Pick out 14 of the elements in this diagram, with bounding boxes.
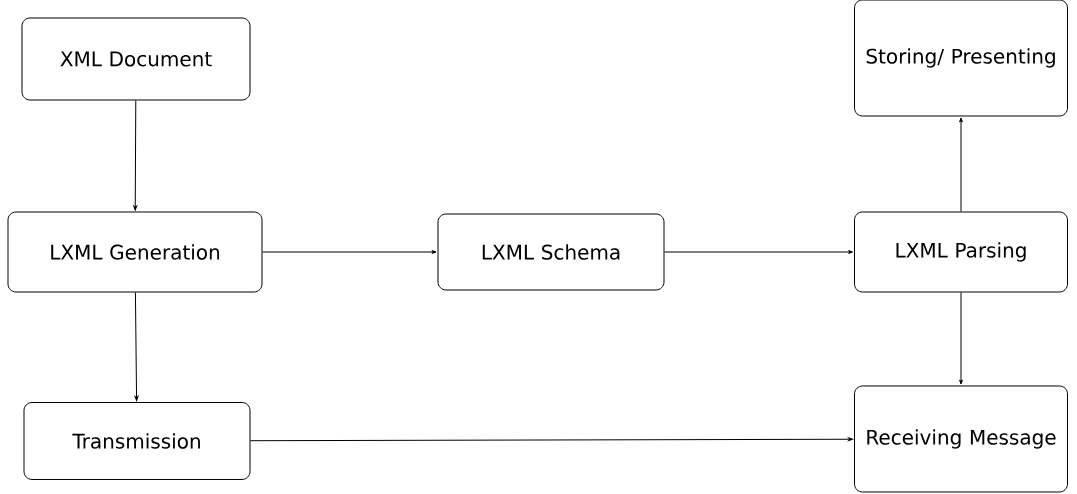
arrow <box>262 250 437 254</box>
arrow <box>959 292 963 385</box>
process-box: LXML Parsing <box>854 211 1068 293</box>
process-box: Receiving Message <box>854 385 1068 493</box>
process-box: LXML Schema <box>437 213 665 291</box>
process-box: Storing/ Presenting <box>854 0 1068 117</box>
process-box: LXML Generation <box>7 211 263 293</box>
process-box: XML Document <box>21 17 251 101</box>
arrow <box>133 100 138 211</box>
arrow <box>250 437 853 442</box>
process-box: Transmission <box>23 402 251 480</box>
arrow <box>664 250 853 254</box>
arrow <box>959 117 963 212</box>
arrow <box>134 292 139 401</box>
